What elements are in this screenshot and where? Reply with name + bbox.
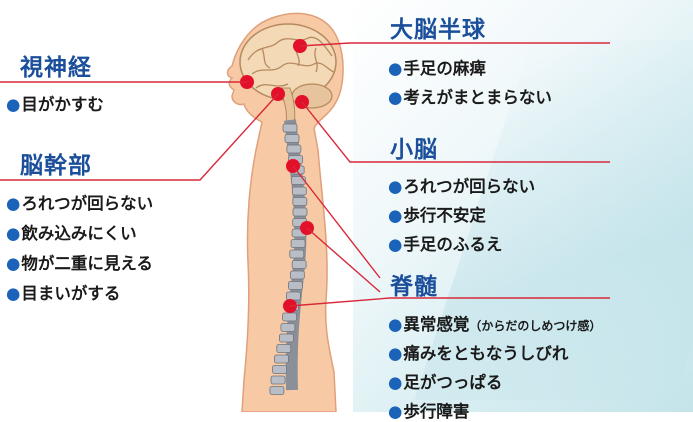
vertebra <box>288 282 302 290</box>
brainstem-item-2: ●飲み込みにくい <box>6 220 137 244</box>
item-label: 目まいがする <box>21 284 120 303</box>
bullet: ● <box>388 235 402 254</box>
line-cerebellum <box>302 102 610 162</box>
bullet: ● <box>388 315 402 334</box>
spinal-item-2: ●痛みをともなうしびれ <box>388 340 568 364</box>
line-spine-c <box>290 298 610 306</box>
cerebellum-item-1: ●ろれつが回らない <box>388 173 535 197</box>
brainstem-item-4: ●目まいがする <box>6 280 120 304</box>
vertebra <box>271 376 285 384</box>
vertebra <box>290 250 304 258</box>
bullet: ● <box>388 206 402 225</box>
bullet: ● <box>388 373 402 392</box>
item-label: ろれつが回らない <box>403 177 535 196</box>
spinal-item-1: ●異常感覚（からだのしめつけ感） <box>388 311 601 335</box>
vertebra <box>291 240 305 248</box>
vertebra <box>292 261 306 269</box>
item-label: 手足の麻痺 <box>403 59 486 78</box>
vertebra <box>283 124 297 132</box>
cerebrum-item-2: ●考えがまとまらない <box>388 84 552 108</box>
vertebra <box>286 292 300 300</box>
heading-cerebellum: 小脳 <box>390 130 438 164</box>
vertebra <box>293 208 307 216</box>
vertebra <box>285 135 299 143</box>
vertebra <box>274 355 288 363</box>
bullet: ● <box>6 254 20 273</box>
vertebra <box>287 145 301 153</box>
heading-optic-nerve: 視神経 <box>20 48 92 82</box>
item-label: 物が二重に見える <box>21 254 153 273</box>
heading-brainstem: 脳幹部 <box>20 146 92 180</box>
vertebra <box>270 387 284 395</box>
cerebrum-item-1: ●手足の麻痺 <box>388 55 486 79</box>
item-label: 目がかすむ <box>21 95 104 114</box>
brainstem-item-1: ●ろれつが回らない <box>6 190 153 214</box>
vertebra <box>290 271 304 279</box>
vertebra <box>281 324 295 332</box>
vertebra <box>291 177 305 185</box>
vertebra <box>283 313 297 321</box>
item-label: 手足のふるえ <box>403 235 502 254</box>
bullet: ● <box>6 194 20 213</box>
vertebra <box>292 187 306 195</box>
spinal-item-3: ●足がつっぱる <box>388 369 502 393</box>
bullet: ● <box>6 284 20 303</box>
item-label: 歩行不安定 <box>403 206 486 225</box>
item-label: ろれつが回らない <box>21 194 153 213</box>
brainstem-item-3: ●物が二重に見える <box>6 250 153 274</box>
bullet: ● <box>6 95 20 114</box>
spinal-item-4: ●歩行障害 <box>388 398 469 422</box>
bullet: ● <box>388 177 402 196</box>
vertebra <box>293 198 307 206</box>
vertebra <box>273 366 287 374</box>
item-label: 異常感覚 <box>403 315 469 334</box>
item-label: 考えがまとまらない <box>403 88 552 107</box>
bullet: ● <box>6 224 20 243</box>
bullet: ● <box>388 344 402 363</box>
vertebra <box>277 345 291 353</box>
optic-item-1: ●目がかすむ <box>6 91 104 115</box>
bullet: ● <box>388 59 402 78</box>
heading-spinal-cord: 脊髄 <box>390 267 438 301</box>
item-note: （からだのしめつけ感） <box>469 319 601 333</box>
item-label: 飲み込みにくい <box>21 224 136 243</box>
item-label: 痛みをともなうしびれ <box>403 344 568 363</box>
heading-cerebrum: 大脳半球 <box>390 10 486 44</box>
vertebra <box>279 334 293 342</box>
bullet: ● <box>388 88 402 107</box>
cerebellum-item-2: ●歩行不安定 <box>388 202 486 226</box>
cerebellum-item-3: ●手足のふるえ <box>388 231 502 255</box>
item-label: 足がつっぱる <box>403 373 502 392</box>
